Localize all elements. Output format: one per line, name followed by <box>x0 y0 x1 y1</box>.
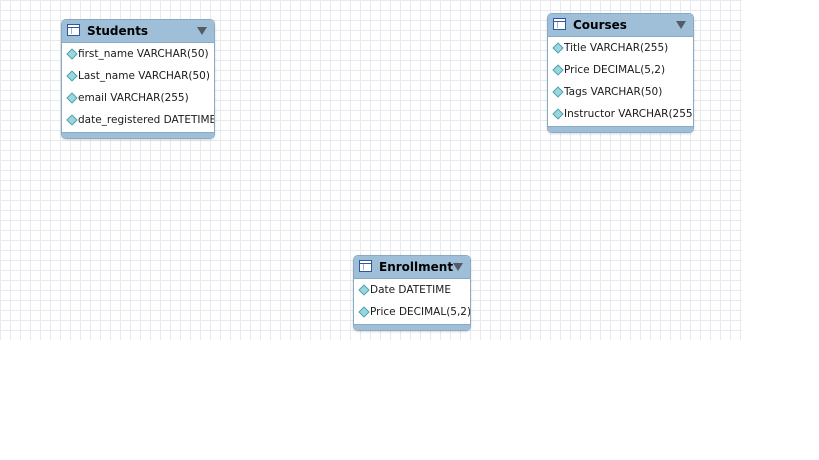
column-label: email VARCHAR(255) <box>78 92 189 104</box>
triangle-down-icon[interactable] <box>453 263 463 271</box>
entity-title: Enrollment <box>379 260 454 274</box>
diamond-icon <box>66 70 78 82</box>
column-label: Instructor VARCHAR(255) <box>564 108 694 120</box>
diamond-icon <box>552 42 564 54</box>
entity-title: Students <box>87 24 149 38</box>
entity-footer <box>62 132 214 138</box>
column-row[interactable]: Tags VARCHAR(50) <box>548 82 693 104</box>
triangle-down-icon[interactable] <box>197 27 207 35</box>
column-label: date_registered DATETIME <box>78 114 215 126</box>
table-icon <box>553 18 566 30</box>
column-row[interactable]: Date DATETIME <box>354 280 470 302</box>
diamond-icon <box>66 92 78 104</box>
column-label: Last_name VARCHAR(50) <box>78 70 210 82</box>
entity-title: Courses <box>573 18 627 32</box>
entity-footer <box>548 126 693 132</box>
diamond-icon <box>552 108 564 120</box>
column-row[interactable]: email VARCHAR(255) <box>62 88 214 110</box>
entity-header[interactable]: Students <box>62 20 214 43</box>
column-row[interactable]: Instructor VARCHAR(255) <box>548 104 693 126</box>
entity-footer <box>354 324 470 330</box>
diamond-icon <box>66 48 78 60</box>
table-icon <box>359 260 372 272</box>
column-row[interactable]: Title VARCHAR(255) <box>548 38 693 60</box>
entity-enrollment[interactable]: Enrollment Date DATETIME Price DECIMAL(5… <box>353 255 471 331</box>
entity-columns: Title VARCHAR(255) Price DECIMAL(5,2) Ta… <box>548 37 693 126</box>
column-row[interactable]: date_registered DATETIME <box>62 110 214 132</box>
entity-header[interactable]: Courses <box>548 14 693 37</box>
diamond-icon <box>552 86 564 98</box>
diamond-icon <box>552 64 564 76</box>
diagram-canvas[interactable]: Students first_name VARCHAR(50) Last_nam… <box>0 0 742 340</box>
triangle-down-icon[interactable] <box>676 21 686 29</box>
column-row[interactable]: first_name VARCHAR(50) <box>62 44 214 66</box>
column-label: Price DECIMAL(5,2) <box>564 64 666 76</box>
diamond-icon <box>358 306 370 318</box>
entity-students[interactable]: Students first_name VARCHAR(50) Last_nam… <box>61 19 215 139</box>
table-icon <box>67 24 80 36</box>
column-row[interactable]: Price DECIMAL(5,2) <box>548 60 693 82</box>
diamond-icon <box>66 114 78 126</box>
column-row[interactable]: Price DECIMAL(5,2) <box>354 302 470 324</box>
entity-columns: Date DATETIME Price DECIMAL(5,2) <box>354 279 470 324</box>
column-row[interactable]: Last_name VARCHAR(50) <box>62 66 214 88</box>
entity-courses[interactable]: Courses Title VARCHAR(255) Price DECIMAL… <box>547 13 694 133</box>
entity-columns: first_name VARCHAR(50) Last_name VARCHAR… <box>62 43 214 132</box>
column-label: first_name VARCHAR(50) <box>78 48 209 60</box>
column-label: Title VARCHAR(255) <box>564 42 669 54</box>
entity-header[interactable]: Enrollment <box>354 256 470 279</box>
column-label: Tags VARCHAR(50) <box>564 86 663 98</box>
column-label: Date DATETIME <box>370 284 451 296</box>
diamond-icon <box>358 284 370 296</box>
column-label: Price DECIMAL(5,2) <box>370 306 471 318</box>
